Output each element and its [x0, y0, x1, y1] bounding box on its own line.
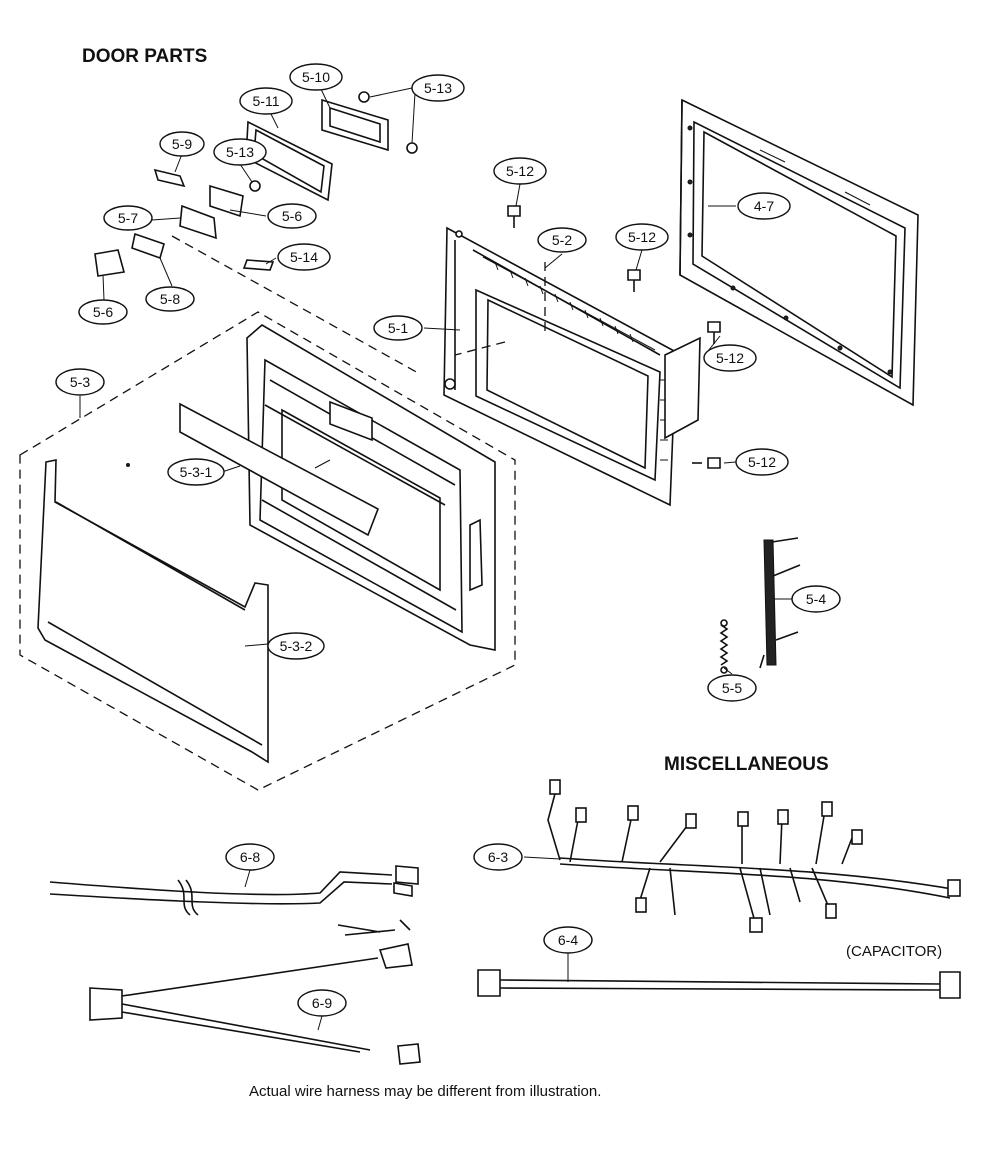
callout-4-7: 4-7 — [737, 192, 791, 220]
svg-text:6-4: 6-4 — [558, 932, 578, 948]
svg-text:4-7: 4-7 — [754, 198, 774, 214]
footnote: Actual wire harness may be different fro… — [249, 1083, 602, 1100]
callout-6-4: 6-4 — [543, 926, 593, 954]
svg-text:5-2: 5-2 — [552, 232, 572, 248]
svg-text:5-13: 5-13 — [226, 144, 254, 160]
svg-text:5-7: 5-7 — [118, 210, 138, 226]
svg-text:5-12: 5-12 — [506, 163, 534, 179]
callout-5-4: 5-4 — [791, 585, 841, 613]
callout-bubbles: 5-10 5-13 5-11 5-9 5-13 5-7 5-6 5-14 5-6… — [55, 63, 841, 1017]
callout-5-12: 5-12 — [735, 448, 789, 476]
svg-text:5-1: 5-1 — [388, 320, 408, 336]
svg-text:5-8: 5-8 — [160, 291, 180, 307]
callout-5-3: 5-3 — [55, 368, 105, 396]
wire-6-8 — [49, 865, 419, 916]
svg-text:5-9: 5-9 — [172, 136, 192, 152]
capacitor-note: (CAPACITOR) — [846, 943, 943, 960]
callout-5-12: 5-12 — [493, 157, 547, 185]
callout-5-3-1: 5-3-1 — [167, 458, 225, 486]
small-door-parts — [94, 91, 421, 375]
svg-text:5-10: 5-10 — [302, 69, 330, 85]
svg-text:5-6: 5-6 — [93, 304, 113, 320]
callout-5-9: 5-9 — [159, 131, 205, 157]
svg-text:5-12: 5-12 — [628, 229, 656, 245]
callout-5-13: 5-13 — [411, 74, 465, 102]
callout-5-14: 5-14 — [277, 243, 331, 271]
svg-text:5-12: 5-12 — [748, 454, 776, 470]
svg-text:5-12: 5-12 — [716, 350, 744, 366]
callout-5-1: 5-1 — [373, 315, 423, 341]
callout-6-3: 6-3 — [473, 843, 523, 871]
callout-5-7: 5-7 — [103, 205, 153, 231]
callout-5-11: 5-11 — [239, 87, 293, 115]
callout-5-10: 5-10 — [289, 63, 343, 91]
callout-5-2: 5-2 — [537, 227, 587, 253]
callout-5-6: 5-6 — [78, 299, 128, 325]
door-screen — [37, 459, 269, 764]
miscellaneous-heading: MISCELLANEOUS — [664, 754, 829, 775]
svg-text:5-13: 5-13 — [424, 80, 452, 96]
callout-5-12: 5-12 — [615, 223, 669, 251]
wire-6-4 — [477, 969, 961, 999]
svg-text:5-4: 5-4 — [806, 591, 826, 607]
svg-text:6-3: 6-3 — [488, 849, 508, 865]
callout-5-12: 5-12 — [703, 344, 757, 372]
svg-text:5-14: 5-14 — [290, 249, 318, 265]
svg-text:5-3: 5-3 — [70, 374, 90, 390]
door-inner-frame — [443, 226, 677, 507]
door-assembly-outline — [19, 311, 516, 791]
svg-text:6-8: 6-8 — [240, 849, 260, 865]
callout-5-3-2: 5-3-2 — [267, 632, 325, 660]
latch-assembly — [719, 537, 801, 674]
svg-text:5-11: 5-11 — [253, 93, 280, 109]
callout-6-9: 6-9 — [297, 989, 347, 1017]
svg-text:6-9: 6-9 — [312, 995, 332, 1011]
svg-text:5-3-2: 5-3-2 — [280, 638, 313, 654]
svg-text:5-5: 5-5 — [722, 680, 742, 696]
wire-6-9 — [89, 919, 421, 1065]
svg-text:5-6: 5-6 — [282, 208, 302, 224]
callout-5-5: 5-5 — [707, 674, 757, 702]
callout-6-8: 6-8 — [225, 843, 275, 871]
choke-cover — [664, 336, 701, 440]
wire-6-3 — [547, 779, 961, 933]
door-panel-sheet — [179, 402, 380, 537]
callout-5-13: 5-13 — [213, 138, 267, 166]
callout-5-6: 5-6 — [267, 203, 317, 229]
svg-text:5-3-1: 5-3-1 — [180, 464, 213, 480]
callout-5-8: 5-8 — [145, 286, 195, 312]
door-outer-panel — [679, 98, 919, 407]
door-parts-heading: DOOR PARTS — [82, 46, 208, 67]
